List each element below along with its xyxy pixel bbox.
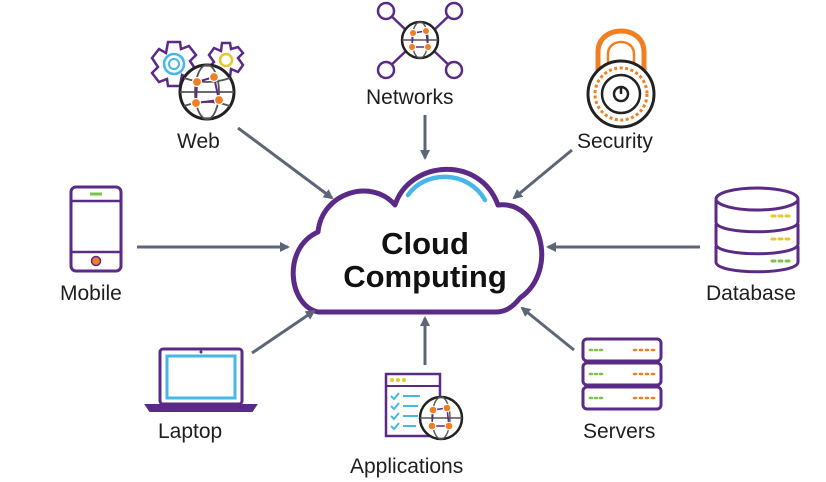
center-title-line2: Computing (343, 258, 507, 294)
padlock-icon (586, 28, 656, 129)
arrow-icon (520, 306, 575, 352)
label-servers: Servers (583, 420, 656, 443)
gears-globe-icon (150, 40, 245, 121)
arrow-icon (237, 126, 334, 200)
network-globe-icon (376, 1, 464, 80)
cloud-icon (290, 166, 545, 315)
label-web: Web (177, 130, 220, 153)
arrow-icon (251, 309, 316, 355)
label-networks: Networks (366, 86, 454, 109)
arrow-icon (512, 148, 573, 200)
label-mobile: Mobile (60, 282, 122, 305)
label-security: Security (577, 130, 653, 153)
center-title: Cloud Computing (330, 226, 520, 294)
laptop-icon (144, 347, 258, 412)
arrows (137, 115, 700, 365)
server-rack-icon (581, 337, 663, 411)
label-database: Database (706, 282, 796, 305)
center-title-line1: Cloud (381, 226, 469, 261)
applications-checklist-icon (384, 372, 464, 441)
label-applications: Applications (350, 455, 464, 478)
database-icon (714, 186, 800, 274)
smartphone-icon (69, 185, 123, 273)
label-laptop: Laptop (158, 420, 223, 443)
